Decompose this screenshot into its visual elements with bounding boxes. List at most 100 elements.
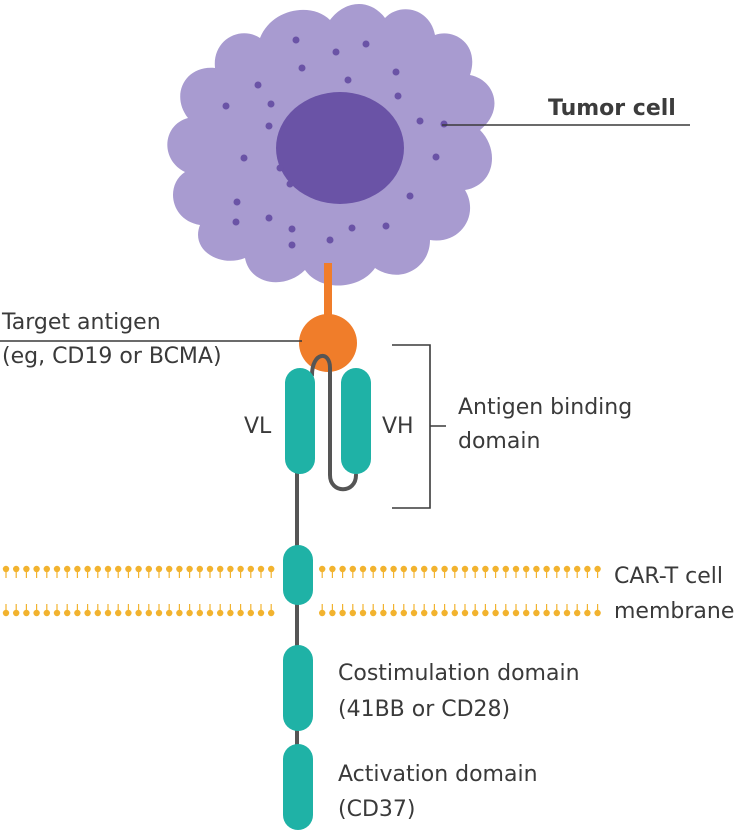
- membrane-dot: [533, 609, 540, 617]
- membrane-dot: [155, 609, 163, 617]
- membrane-dot: [53, 565, 61, 573]
- membrane-dot: [329, 609, 336, 617]
- membrane-dot: [349, 609, 356, 617]
- membrane-dot: [74, 565, 81, 573]
- vl-domain: [285, 368, 315, 474]
- membrane-dot: [349, 565, 356, 573]
- antigen-stalk: [324, 263, 332, 323]
- membrane-dot: [23, 565, 30, 573]
- activation-domain: [283, 744, 313, 830]
- costimulation-example-label: (41BB or CD28): [338, 697, 510, 722]
- membrane-dot: [441, 565, 448, 573]
- membrane-dot: [206, 609, 214, 617]
- membrane-dot: [84, 609, 91, 617]
- membrane-dot: [2, 565, 10, 573]
- membrane-dot: [217, 609, 224, 617]
- activation-label: Activation domain: [338, 762, 538, 787]
- membrane-dot: [533, 565, 540, 573]
- membrane-dot: [104, 609, 112, 617]
- membrane-dot: [563, 565, 571, 573]
- membrane-dot: [339, 565, 346, 573]
- membrane-dot: [145, 565, 152, 573]
- membrane-dot: [13, 565, 20, 573]
- membrane-dot: [472, 565, 479, 573]
- membrane-dot: [53, 609, 61, 617]
- membrane-dot: [155, 565, 163, 573]
- membrane-dot: [23, 609, 30, 617]
- membrane-dot: [63, 609, 71, 617]
- membrane-dot: [74, 609, 81, 617]
- membrane-dot: [380, 609, 387, 617]
- membrane-dot: [186, 565, 193, 573]
- membrane-dot: [410, 565, 418, 573]
- membrane-dot: [227, 565, 234, 573]
- membrane-dot: [523, 565, 530, 573]
- membrane-dot: [543, 565, 550, 573]
- costimulation-label: Costimulation domain: [338, 661, 580, 686]
- membrane-dot: [257, 609, 265, 617]
- membrane-dot: [451, 565, 458, 573]
- membrane-label-2: membrane: [614, 599, 734, 624]
- target-antigen-label: Target antigen: [1, 310, 161, 335]
- membrane-dot: [451, 609, 458, 617]
- membrane-dot: [370, 565, 377, 573]
- membrane-dot: [176, 609, 183, 617]
- membrane-dot: [390, 609, 397, 617]
- membrane-dot: [94, 565, 102, 573]
- membrane-dot: [523, 609, 530, 617]
- membrane-dot: [594, 565, 601, 573]
- transmembrane-domain: [283, 545, 313, 605]
- membrane-dot: [176, 565, 183, 573]
- membrane-dot: [359, 565, 367, 573]
- membrane-dot: [390, 565, 397, 573]
- membrane-dot: [410, 609, 418, 617]
- cell-membrane: [2, 565, 601, 617]
- target-antigen-example-label: (eg, CD19 or BCMA): [2, 344, 222, 369]
- tumor-cell-nucleus: [276, 92, 404, 204]
- membrane-dot: [431, 609, 438, 617]
- membrane-dot: [502, 565, 509, 573]
- membrane-dot: [370, 609, 377, 617]
- membrane-dot: [563, 609, 571, 617]
- membrane-dot: [247, 565, 254, 573]
- membrane-dot: [94, 609, 102, 617]
- membrane-dot: [237, 565, 244, 573]
- antigen-binding-label: Antigen binding: [458, 395, 632, 420]
- membrane-dot: [400, 565, 407, 573]
- membrane-dot: [431, 565, 438, 573]
- membrane-dot: [115, 565, 122, 573]
- membrane-dot: [84, 565, 91, 573]
- membrane-dot: [380, 565, 387, 573]
- membrane-dot: [512, 565, 520, 573]
- target-antigen: [299, 314, 357, 372]
- membrane-dot: [574, 609, 581, 617]
- membrane-dot: [502, 609, 509, 617]
- membrane-dot: [166, 609, 173, 617]
- membrane-dot: [584, 565, 591, 573]
- membrane-dot: [104, 565, 112, 573]
- membrane-dot: [400, 609, 407, 617]
- membrane-dot: [115, 609, 122, 617]
- membrane-dot: [461, 565, 469, 573]
- membrane-dot: [63, 565, 71, 573]
- membrane-dot: [329, 565, 336, 573]
- antigen-binding-domain-label: domain: [458, 429, 540, 454]
- membrane-dot: [268, 609, 275, 617]
- antigen-binding-bracket: [392, 344, 446, 509]
- tumor-cell-label: Tumor cell: [548, 96, 676, 121]
- membrane-dot: [2, 609, 10, 617]
- membrane-dot: [553, 609, 560, 617]
- vl-label: VL: [244, 414, 272, 439]
- vh-label: VH: [382, 414, 414, 439]
- membrane-dot: [339, 609, 346, 617]
- membrane-dot: [186, 609, 193, 617]
- membrane-dot: [268, 565, 275, 573]
- membrane-dot: [359, 609, 367, 617]
- membrane-dot: [482, 609, 489, 617]
- membrane-dot: [257, 565, 265, 573]
- membrane-dot: [145, 609, 152, 617]
- membrane-dot: [196, 609, 203, 617]
- membrane-dot: [125, 565, 132, 573]
- membrane-dot: [217, 565, 224, 573]
